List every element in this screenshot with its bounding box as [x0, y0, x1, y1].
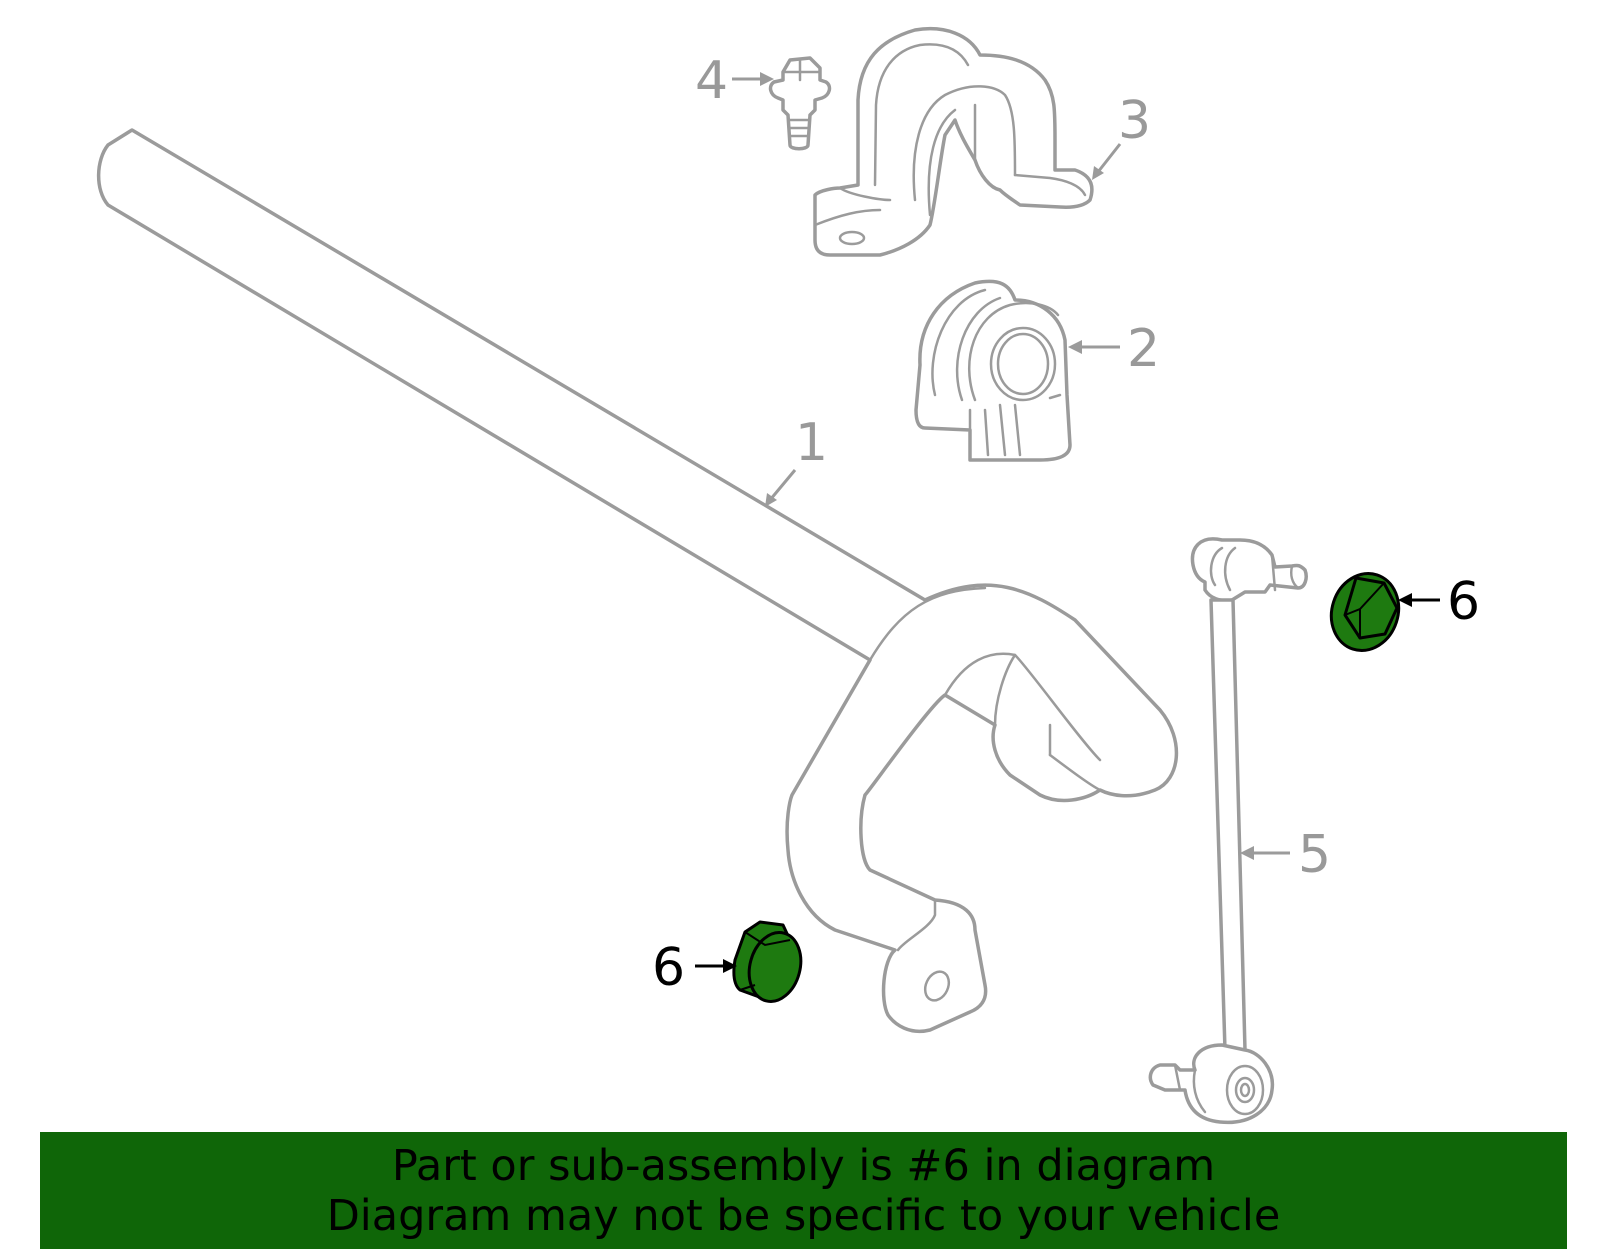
flange-nut-right[interactable]: [1322, 565, 1409, 660]
banner-line-2: Diagram may not be specific to your vehi…: [326, 1190, 1281, 1241]
bracket: [813, 27, 1094, 257]
callout-label-1: 1: [795, 413, 828, 473]
stabilizer-bar: [96, 128, 1179, 1033]
callout-2: 2: [1068, 319, 1160, 379]
callout-label-4: 4: [695, 51, 728, 111]
banner-line-1: Part or sub-assembly is #6 in diagram: [391, 1140, 1216, 1191]
callout-4: 4: [695, 51, 774, 111]
callout-label-2: 2: [1127, 319, 1160, 379]
flange-nut-left[interactable]: [732, 920, 808, 1007]
callout-3: 3: [1092, 91, 1151, 180]
callout-label-3: 3: [1118, 91, 1151, 151]
callout-6-left: 6: [652, 938, 737, 998]
callout-label-6-left: 6: [652, 938, 685, 998]
bushing: [914, 279, 1072, 462]
stabilizer-link: [1148, 537, 1308, 1125]
callout-label-6-right: 6: [1447, 572, 1480, 632]
callout-5: 5: [1240, 825, 1331, 885]
info-banner: Part or sub-assembly is #6 in diagram Di…: [40, 1132, 1567, 1249]
callout-1: 1: [765, 413, 828, 507]
callout-label-5: 5: [1298, 825, 1331, 885]
bolt: [768, 56, 832, 151]
callout-6-right: 6: [1398, 572, 1480, 632]
